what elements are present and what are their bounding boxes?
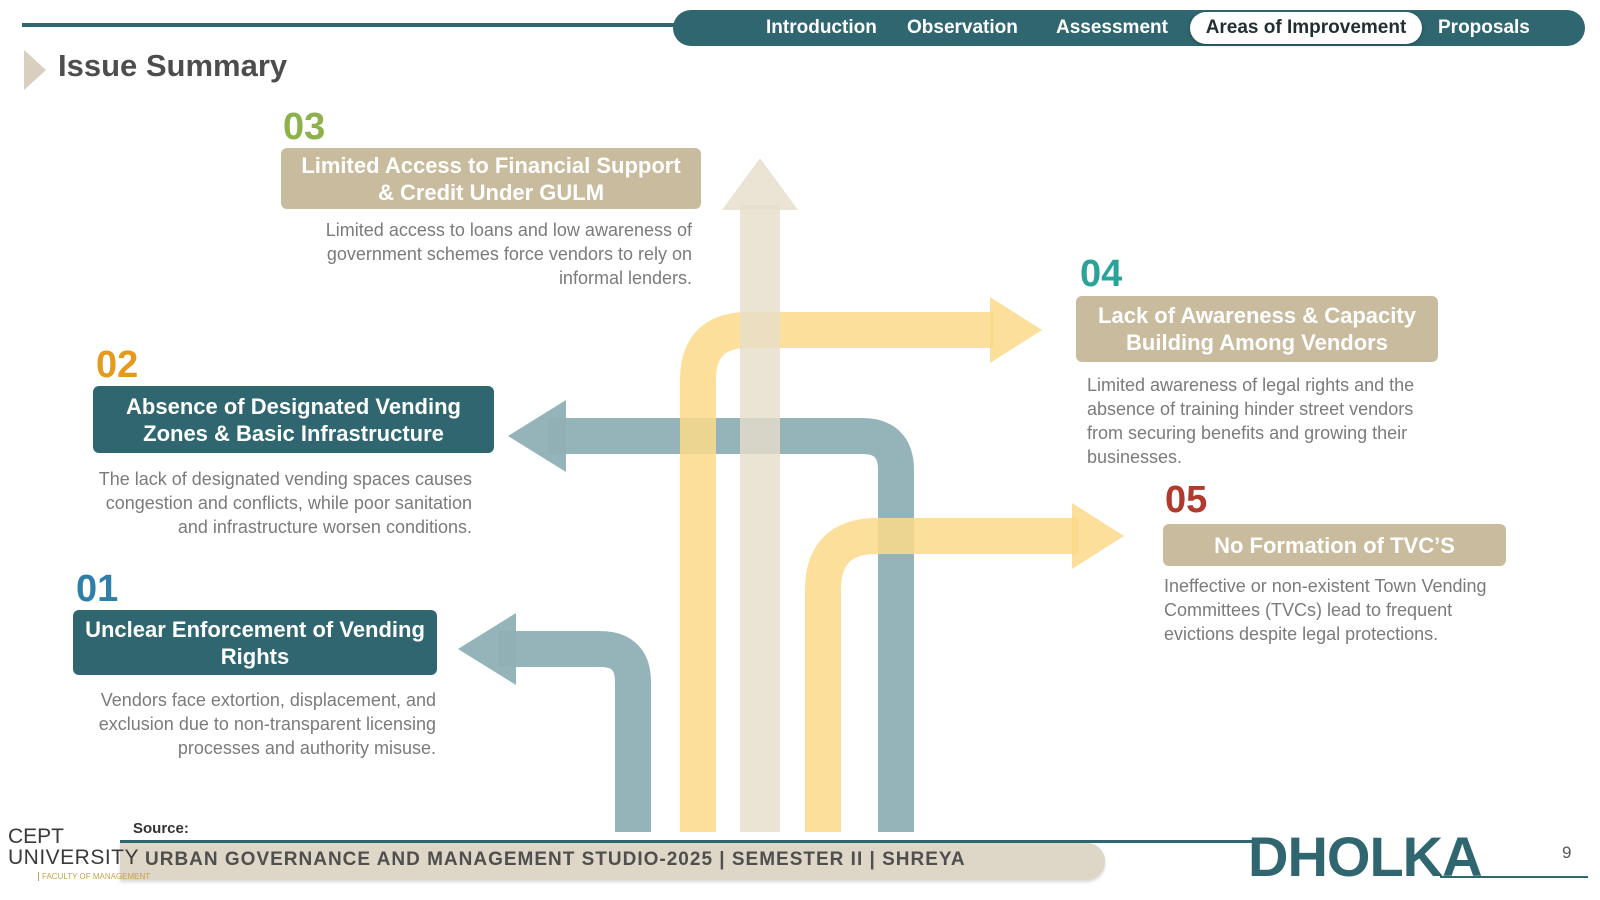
nav-assessment[interactable]: Assessment	[1056, 17, 1168, 38]
logo-faculty-text: Faculty of Management	[38, 872, 150, 881]
page-number: 9	[1562, 843, 1572, 862]
issue-05-number: 05	[1165, 479, 1208, 521]
issue-01-number: 01	[76, 568, 119, 610]
issue-04-number: 04	[1080, 253, 1123, 295]
arrow-05	[805, 503, 1124, 832]
nav-observation[interactable]: Observation	[907, 17, 1018, 38]
nav-proposals[interactable]: Proposals	[1438, 17, 1530, 38]
arrow-03	[722, 158, 798, 832]
footer-bar	[120, 843, 1105, 880]
issue-04-description: Limited awareness of legal rights and th…	[1087, 375, 1415, 467]
issue-01-description: Vendors face extortion, displacement, an…	[98, 690, 436, 758]
issue-02-description: The lack of designated vending spaces ca…	[98, 469, 472, 537]
issue-04-heading: Lack of Awareness & Capacity Building Am…	[1076, 296, 1438, 362]
footer-studio-text: URBAN GOVERNANCE AND MANAGEMENT STUDIO-2…	[145, 849, 966, 870]
issue-03-number: 03	[283, 106, 326, 148]
footer-divider	[120, 840, 1270, 843]
title-triangle-icon	[24, 50, 46, 90]
issue-03-heading: Limited Access to Financial Support & Cr…	[281, 148, 701, 209]
logo-cept-text: CEPT	[8, 825, 65, 848]
brand-dholka: DHOLKA	[1248, 825, 1483, 888]
brand-underline	[1440, 876, 1588, 878]
nav-bar	[673, 10, 1585, 46]
issue-01-heading: Unclear Enforcement of Vending Rights	[73, 610, 437, 675]
source-label: Source:	[133, 820, 189, 837]
nav-introduction[interactable]: Introduction	[766, 17, 877, 38]
issue-03-description: Limited access to loans and low awarenes…	[325, 220, 692, 288]
nav-areas-of-improvement[interactable]: Areas of Improvement	[1190, 12, 1422, 44]
issue-05-heading: No Formation of TVC’S	[1163, 524, 1506, 566]
page-title: Issue Summary	[58, 48, 288, 83]
issue-02-number: 02	[96, 344, 139, 386]
top-divider	[22, 23, 682, 27]
arrow-01	[458, 613, 651, 832]
arrow-02	[508, 400, 914, 832]
issue-05-description: Ineffective or non-existent Town Vending…	[1164, 576, 1487, 644]
issue-02-heading: Absence of Designated Vending Zones & Ba…	[93, 386, 494, 453]
logo-university-text: UNIVERSITY	[8, 846, 140, 869]
